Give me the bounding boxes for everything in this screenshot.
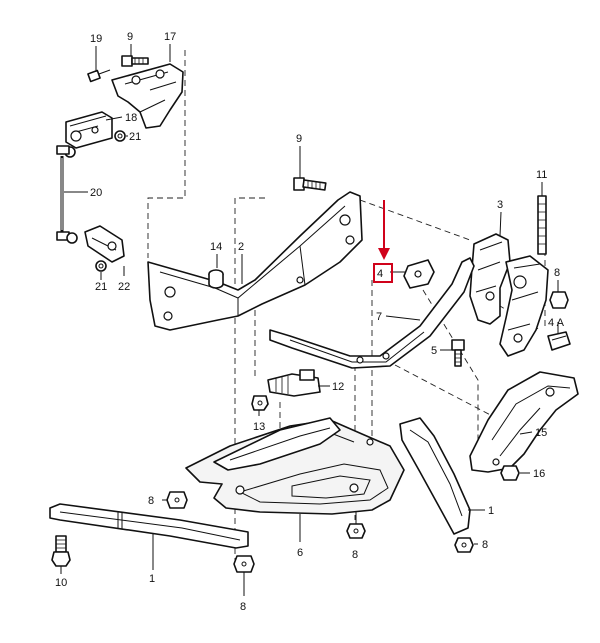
label-14: 14 <box>210 241 222 253</box>
label-13: 13 <box>253 421 265 433</box>
part-4-bracket <box>403 259 435 289</box>
leader-lines <box>60 44 559 596</box>
label-19: 19 <box>90 33 102 45</box>
label-1-side-rail: 1 <box>488 505 494 517</box>
label-3: 3 <box>497 199 503 211</box>
bolt-13 <box>251 395 269 411</box>
part-15-side-bracket <box>469 371 579 473</box>
label-10: 10 <box>55 577 67 589</box>
label-9-middle: 9 <box>296 133 302 145</box>
label-6: 6 <box>297 547 303 559</box>
stud-11 <box>537 182 547 255</box>
bolt-10 <box>51 535 71 567</box>
part-3-upright-bracket <box>469 233 549 357</box>
label-22: 22 <box>118 281 130 293</box>
part-22-clip <box>84 225 125 263</box>
label-8-center: 8 <box>352 549 358 561</box>
part-12-bolt-bracket <box>267 369 321 397</box>
label-8-right: 8 <box>554 267 560 279</box>
label-4: 4 <box>377 268 383 280</box>
label-18: 18 <box>125 112 137 124</box>
label-8-lower-right: 8 <box>482 539 488 551</box>
label-1-crossbar: 1 <box>149 573 155 585</box>
label-4a: 4 A <box>548 317 565 329</box>
label-9-top: 9 <box>127 31 133 43</box>
nut-8-right <box>549 291 569 309</box>
callout-labels: 19 9 17 18 21 20 21 22 9 11 3 14 2 4 8 7… <box>55 31 565 613</box>
part-4a-clip <box>547 331 571 351</box>
bushing-14 <box>208 269 224 289</box>
highlight-indicator <box>373 200 393 283</box>
nut-8-lower-right <box>454 537 474 553</box>
bolt-9-top <box>121 55 149 67</box>
label-8-left: 8 <box>148 495 154 507</box>
nut-21-lower <box>95 260 107 272</box>
label-8-bottom: 8 <box>240 601 246 613</box>
label-21-lower: 21 <box>95 281 107 293</box>
nut-16 <box>500 465 520 481</box>
part-1-side-rail <box>399 417 471 535</box>
part-1-lower-crossbar <box>49 503 249 549</box>
label-2: 2 <box>238 241 244 253</box>
label-5: 5 <box>431 345 437 357</box>
nut-8-center <box>346 523 366 539</box>
label-20: 20 <box>90 187 102 199</box>
nut-21-upper <box>114 130 126 142</box>
part-18-sensor <box>65 111 113 149</box>
part-2-crossmember <box>147 191 363 331</box>
label-16: 16 <box>533 468 545 480</box>
label-21-upper: 21 <box>129 131 141 143</box>
nut-8-left <box>166 491 188 509</box>
part-20-link-rod <box>56 145 78 244</box>
bolt-19 <box>87 69 111 83</box>
part-17-upper-bracket <box>111 63 184 129</box>
label-15: 15 <box>535 427 547 439</box>
part-7-stabilizer <box>269 257 475 369</box>
nut-8-bottom <box>233 555 255 573</box>
bolt-5 <box>451 339 465 367</box>
label-7: 7 <box>376 311 382 323</box>
bolt-9-middle <box>293 177 327 191</box>
label-17: 17 <box>164 31 176 43</box>
part-6-cover <box>213 417 341 471</box>
label-12: 12 <box>332 381 344 393</box>
label-11: 11 <box>536 169 547 181</box>
